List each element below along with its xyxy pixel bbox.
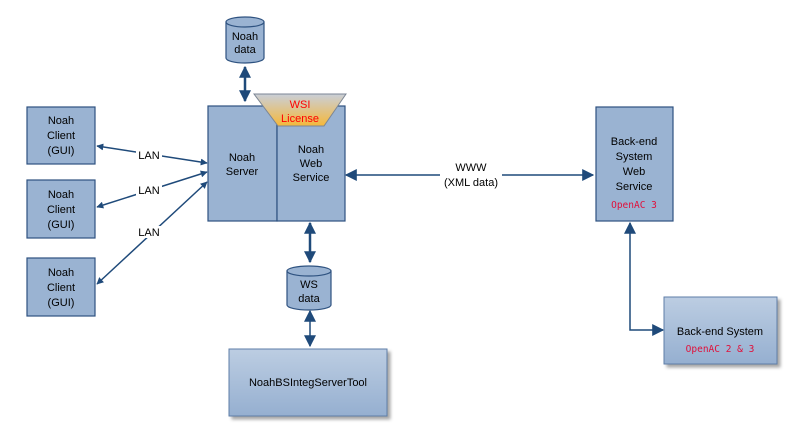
backend-ws-label: Back-end [611,136,657,148]
lan-label-3: LAN [136,226,162,239]
backend-ws-label: Service [616,181,653,193]
ws-data-database[interactable]: WS data [286,265,332,311]
noah-web-service-label: Noah [298,144,324,156]
lan-label-1: LAN [136,149,162,162]
client-label: (GUI) [48,145,75,157]
client-label: (GUI) [48,297,75,309]
xml-data-text: (XML data) [444,177,498,189]
noah-client-box-1[interactable]: Noah Client (GUI) [26,106,96,165]
noah-client-box-3[interactable]: Noah Client (GUI) [26,257,96,317]
noah-client-box-2[interactable]: Noah Client (GUI) [26,179,96,239]
client-label: (GUI) [48,219,75,231]
openac-3-tag: OpenAC 3 [611,200,657,211]
noah-data-label: Noah [232,31,258,43]
noah-server-label: Noah [229,152,255,164]
noah-server-box[interactable]: Noah Server [207,105,278,222]
integ-server-tool-label: NoahBSIntegServerTool [249,377,367,389]
noah-server-label: Server [226,166,259,178]
backend-ws-label: System [616,151,653,163]
lan-label-2: LAN [136,184,162,197]
client-label: Client [47,282,75,294]
ws-data-label: WS [300,279,318,291]
lan-text: LAN [138,227,159,239]
edges [96,65,665,348]
wsi-license-label: WSI [290,99,311,111]
wsi-license-badge[interactable]: WSI License [253,93,347,127]
client-label: Noah [48,267,74,279]
www-text: WWW [455,162,487,174]
backend-system-label: Back-end System [677,326,763,338]
client-label: Noah [48,189,74,201]
client-label: Client [47,204,75,216]
integ-server-tool-box[interactable]: NoahBSIntegServerTool [228,348,388,417]
backend-ws-label: Web [623,166,645,178]
noah-web-service-label: Service [293,172,330,184]
noah-web-service-label: Web [300,158,322,170]
lan-text: LAN [138,150,159,162]
edge-backend-elbow [624,221,665,336]
backend-web-service-box[interactable]: Back-end System Web Service OpenAC 3 [595,106,674,222]
client-label: Noah [48,115,74,127]
ws-data-label: data [298,293,320,305]
wsi-license-label: License [281,113,319,125]
backend-system-box[interactable]: Back-end System OpenAC 2 & 3 [663,296,778,365]
noah-data-database[interactable]: Noah data [225,16,265,64]
www-label: WWW (XML data) [440,160,502,190]
openac-2-3-tag: OpenAC 2 & 3 [686,344,755,355]
noah-data-label: data [234,44,256,56]
client-label: Client [47,130,75,142]
lan-text: LAN [138,185,159,197]
